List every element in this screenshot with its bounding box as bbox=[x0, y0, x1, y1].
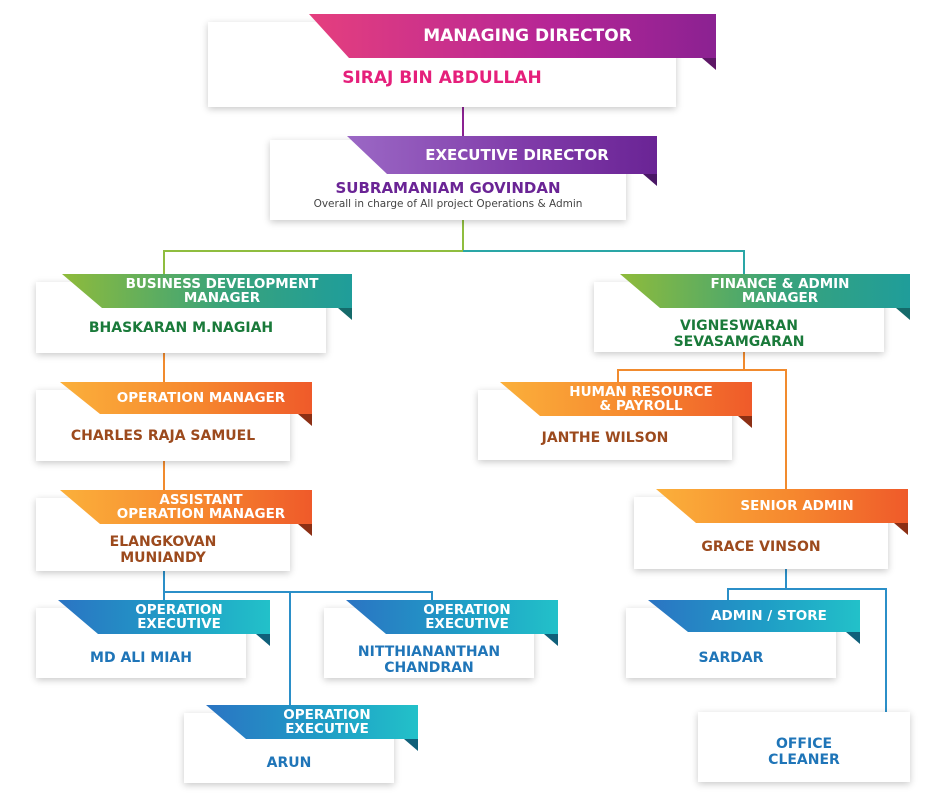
executive-director-fold bbox=[643, 174, 657, 186]
operation-executive-fold-2 bbox=[544, 634, 558, 646]
finance-to-hr-line bbox=[617, 352, 745, 383]
office-cleaner-name: OFFICE CLEANER bbox=[768, 736, 840, 768]
admin-store-title: ADMIN / STORE bbox=[648, 600, 860, 632]
human-resource-title: HUMAN RESOURCE& PAYROLL bbox=[500, 382, 752, 416]
managing-director-card: SIRAJ BIN ABDULLAH bbox=[208, 22, 676, 107]
assistant-operation-manager-name: ELANGKOVAN MUNIANDY bbox=[109, 534, 217, 566]
senior-admin-down-line bbox=[727, 569, 787, 600]
operation-manager-fold bbox=[298, 414, 312, 426]
executive-director-description: Overall in charge of All project Operati… bbox=[313, 198, 583, 210]
ed-to-finance-line bbox=[463, 250, 745, 277]
operation-manager-name: CHARLES RAJA SAMUEL bbox=[70, 428, 256, 444]
operation-executive-name-2: NITTHIANANTHAN CHANDRAN bbox=[357, 644, 501, 676]
finance-admin-name: VIGNESWARAN SEVASAMGARAN bbox=[673, 318, 805, 350]
ed-to-bd-line bbox=[163, 250, 463, 277]
business-development-name: BHASKARAN M.NAGIAH bbox=[88, 320, 274, 336]
managing-director-title: MANAGING DIRECTOR bbox=[309, 14, 716, 58]
human-resource-fold bbox=[738, 416, 752, 428]
operation-manager-title: OPERATION MANAGER bbox=[60, 382, 312, 414]
aopm-to-executives-line bbox=[163, 571, 433, 600]
operation-executive-name-3: ARUN bbox=[266, 755, 312, 771]
senior-admin-name: GRACE VINSON bbox=[701, 539, 821, 555]
business-development-fold bbox=[338, 308, 352, 320]
operation-executive-fold-3 bbox=[404, 739, 418, 751]
admin-store-name: SARDAR bbox=[698, 650, 764, 666]
assistant-operation-manager-fold bbox=[298, 524, 312, 536]
managing-director-fold bbox=[702, 58, 716, 70]
operation-executive-name-1: MD ALI MIAH bbox=[90, 650, 192, 666]
human-resource-name: JANTHE WILSON bbox=[541, 430, 669, 446]
finance-admin-fold bbox=[896, 308, 910, 320]
finance-to-senior-admin-line bbox=[744, 369, 787, 490]
managing-director-name: SIRAJ BIN ABDULLAH bbox=[342, 68, 542, 88]
operation-executive-fold-1 bbox=[256, 634, 270, 646]
executive-director-name: SUBRAMANIAM GOVINDAN bbox=[335, 179, 561, 197]
senior-admin-fold bbox=[894, 523, 908, 535]
office-cleaner-card: OFFICE CLEANER bbox=[698, 712, 910, 782]
senior-admin-title: SENIOR ADMIN bbox=[656, 489, 908, 523]
to-office-cleaner-line bbox=[786, 588, 887, 712]
admin-store-fold bbox=[846, 632, 860, 644]
executive-director-title: EXECUTIVE DIRECTOR bbox=[347, 136, 657, 174]
